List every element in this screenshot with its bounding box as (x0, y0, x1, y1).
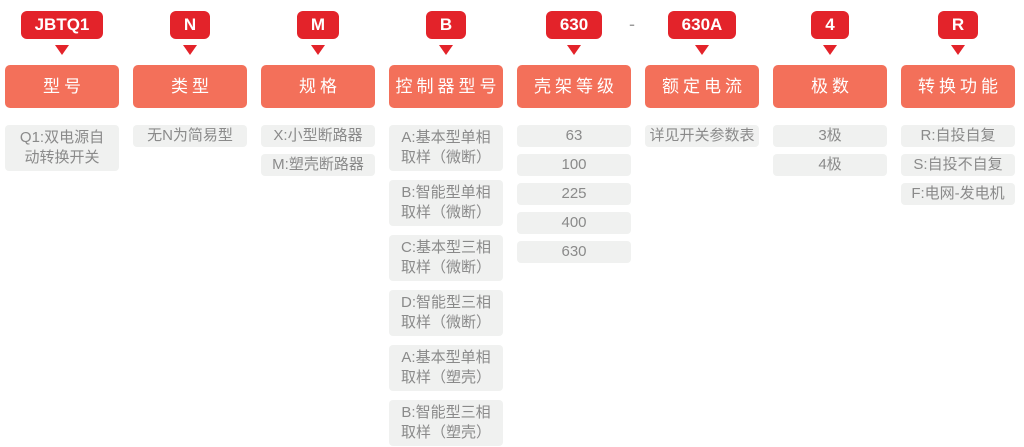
category-header: 规格 (261, 65, 375, 108)
arrow-down-icon (951, 45, 965, 55)
description-box: B:智能型三相 取样（塑壳） (389, 400, 503, 446)
description-box: M:塑壳断路器 (261, 154, 375, 176)
description-box: Q1:双电源自 动转换开关 (5, 125, 119, 171)
arrow-down-icon (439, 45, 453, 55)
arrow-down-icon (55, 45, 69, 55)
column-frame-level: 630 壳架等级 63 100 225 400 630 (517, 11, 631, 447)
arrow-down-icon (183, 45, 197, 55)
column-rated-current: 630A 额定电流 详见开关参数表 (645, 11, 759, 447)
category-header: 额定电流 (645, 65, 759, 108)
column-poles: 4 极数 3极 4极 (773, 11, 887, 447)
description-box: 225 (517, 183, 631, 205)
code-badge: N (169, 11, 211, 39)
code-badge: B (425, 11, 467, 39)
description-box: D:智能型三相 取样（微断） (389, 290, 503, 336)
code-badge: 4 (811, 11, 849, 39)
arrow-down-icon (695, 45, 709, 55)
description-box: S:自投不自复 (901, 154, 1015, 176)
category-header: 类型 (133, 65, 247, 108)
category-header: 控制器型号 (389, 65, 503, 108)
description-box: 3极 (773, 125, 887, 147)
column-type: N 类型 无N为简易型 (133, 11, 247, 447)
description-box: 63 (517, 125, 631, 147)
description-box: A:基本型单相 取样（塑壳） (389, 345, 503, 391)
code-separator: - (629, 14, 635, 34)
description-box: X:小型断路器 (261, 125, 375, 147)
arrow-down-icon (567, 45, 581, 55)
description-box: 630 (517, 241, 631, 263)
category-header: 极数 (773, 65, 887, 108)
code-badge: M (296, 11, 340, 39)
category-header: 转换功能 (901, 65, 1015, 108)
description-box: R:自投自复 (901, 125, 1015, 147)
code-badge: JBTQ1 (20, 11, 104, 39)
description-box: 4极 (773, 154, 887, 176)
description-box: C:基本型三相 取样（微断） (389, 235, 503, 281)
column-transfer-function: R 转换功能 R:自投自复 S:自投不自复 F:电网-发电机 (901, 11, 1015, 447)
arrow-down-icon (823, 45, 837, 55)
description-box: 详见开关参数表 (645, 125, 759, 147)
column-model: JBTQ1 型号 Q1:双电源自 动转换开关 (5, 11, 119, 447)
code-badge: 630 (545, 11, 603, 39)
arrow-down-icon (311, 45, 325, 55)
column-spec: M 规格 X:小型断路器 M:塑壳断路器 (261, 11, 375, 447)
code-badge: R (937, 11, 979, 39)
description-box: 400 (517, 212, 631, 234)
description-box: F:电网-发电机 (901, 183, 1015, 205)
category-header: 型号 (5, 65, 119, 108)
description-box: 100 (517, 154, 631, 176)
description-box: 无N为简易型 (133, 125, 247, 147)
description-box: A:基本型单相 取样（微断） (389, 125, 503, 171)
category-header: 壳架等级 (517, 65, 631, 108)
code-badge: 630A (667, 11, 737, 39)
description-box: B:智能型单相 取样（微断） (389, 180, 503, 226)
column-controller-model: B 控制器型号 A:基本型单相 取样（微断） B:智能型单相 取样（微断） C:… (389, 11, 503, 447)
